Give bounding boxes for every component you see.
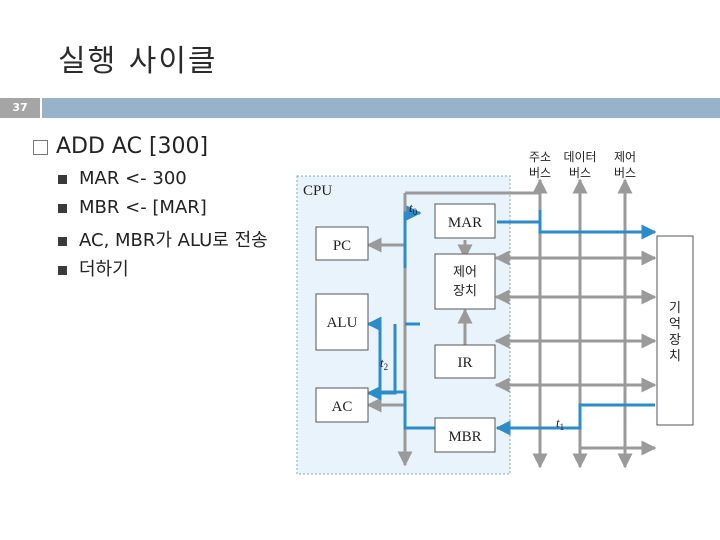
list-item-text: MBR <- [MAR]: [79, 197, 207, 218]
bus-label-data-top: 데이터: [563, 150, 596, 164]
bullet-box-icon: [33, 139, 48, 155]
cpu-memory-diagram: CPU 주소 버스 데이터 버스 제어 버스 PC ALU AC: [296, 150, 694, 475]
list-item-text: 더하기: [79, 259, 129, 280]
pc-block: [315, 226, 369, 261]
bus-label-control-bottom: 버스: [614, 166, 636, 180]
pc-label: PC: [333, 238, 351, 254]
control-unit-label-bottom: 장치: [453, 284, 477, 299]
mar-label: MAR: [448, 215, 482, 231]
bullet-square-icon: [58, 236, 67, 246]
memory-label-2: 억: [669, 317, 681, 332]
bus-label-control-top: 제어: [614, 150, 636, 164]
vertical-buses: [532, 178, 633, 469]
t1-label: t1: [556, 415, 564, 432]
mbr-block: [434, 417, 496, 453]
alu-block: [315, 293, 369, 351]
mbr-label: MBR: [448, 429, 481, 445]
title-bar: [42, 98, 720, 118]
ac-block: [315, 387, 369, 423]
bus-label-address-bottom: 버스: [529, 166, 551, 180]
bullet-square-icon: [58, 174, 67, 184]
mar-block: [434, 203, 496, 239]
list-item-text: MAR <- 300: [79, 168, 187, 189]
memory-label-3: 장: [669, 333, 681, 348]
control-unit-label-top: 제어: [453, 265, 477, 280]
ir-label: IR: [458, 355, 473, 371]
control-unit-block: [434, 253, 496, 310]
list-item: AC, MBR가 ALU로 전송: [58, 226, 268, 252]
memory-block: [656, 235, 694, 426]
cpu-label: CPU: [303, 183, 332, 199]
main-bullet: ADD AC [300]: [33, 134, 208, 159]
list-item: MAR <- 300: [58, 168, 187, 189]
list-item: MBR <- [MAR]: [58, 197, 207, 218]
t2-label: t2: [380, 355, 388, 372]
ac-label: AC: [332, 399, 353, 415]
memory-label-4: 치: [669, 349, 681, 364]
ir-block: [434, 344, 496, 379]
t0-label: t0: [409, 200, 418, 217]
bullet-square-icon: [58, 265, 67, 275]
alu-label: ALU: [327, 315, 358, 331]
highlighted-path: [366, 205, 657, 436]
bus-label-data-bottom: 버스: [569, 166, 591, 180]
list-item: 더하기: [58, 255, 129, 281]
bus-label-address-top: 주소: [529, 150, 551, 164]
bullet-square-icon: [58, 203, 67, 213]
list-item-text: AC, MBR가 ALU로 전송: [79, 230, 268, 251]
main-bullet-text: ADD AC [300]: [56, 134, 209, 159]
slide-number: 37: [0, 98, 40, 118]
page-title: 실행 사이클: [58, 44, 218, 79]
memory-label-1: 기: [669, 301, 681, 316]
